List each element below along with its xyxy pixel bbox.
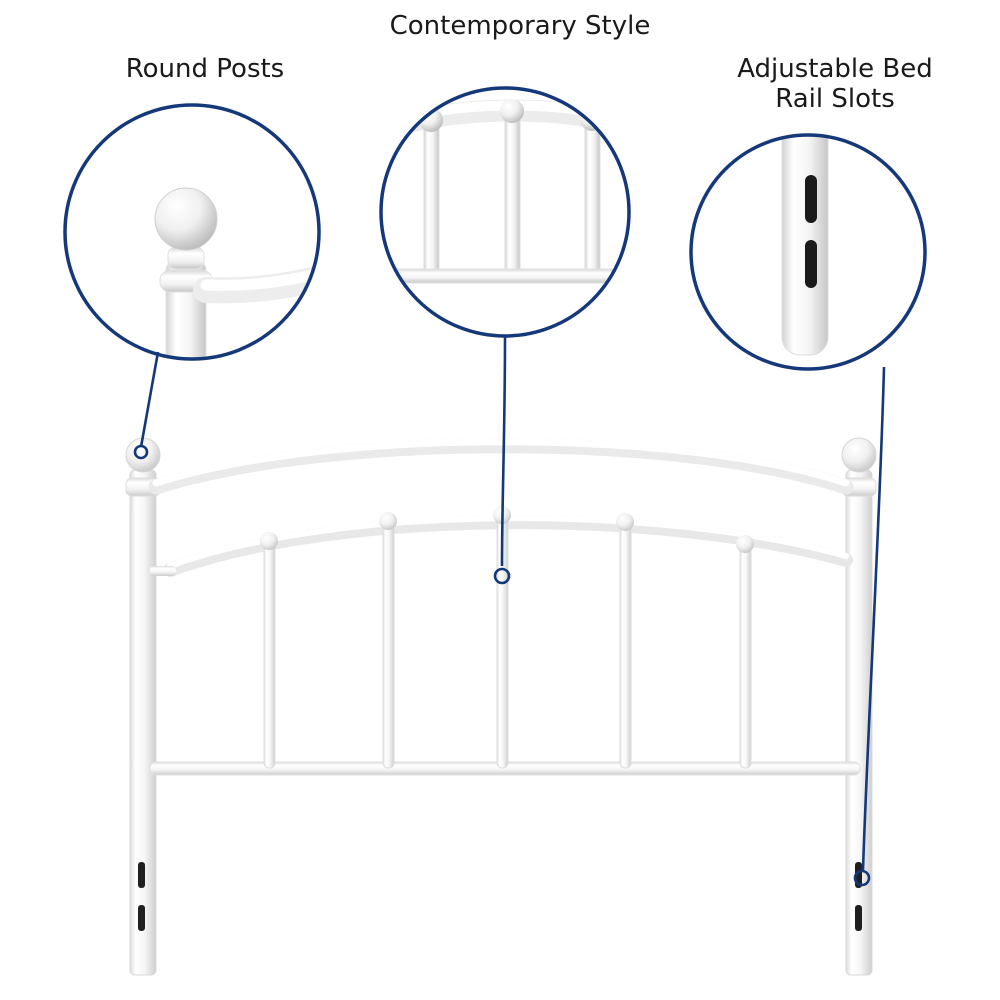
round-posts-detail bbox=[65, 105, 319, 359]
leader-line-round-posts bbox=[139, 351, 160, 448]
callout-label-rail-slots: Adjustable Bed Rail Slots bbox=[737, 54, 933, 114]
leader-endpoint-contemporary-style bbox=[493, 567, 511, 585]
rail-slots-detail bbox=[691, 135, 925, 369]
left-post-slot-lower bbox=[138, 905, 145, 931]
leader-line-contemporary-style bbox=[500, 335, 507, 567]
contemporary-style-detail bbox=[381, 88, 629, 336]
callout-label-round-posts: Round Posts bbox=[125, 54, 285, 84]
callout-label-contemporary-style: Contemporary Style bbox=[389, 11, 651, 41]
headboard-spindles bbox=[260, 506, 754, 769]
callout-circle-rail-slots bbox=[689, 133, 927, 371]
leader-endpoint-rail-slots bbox=[853, 869, 871, 887]
callout-circle-round-posts bbox=[63, 103, 321, 361]
leader-line-rail-slots bbox=[861, 366, 886, 871]
slot-lower bbox=[805, 240, 817, 288]
leader-endpoint-round-posts bbox=[133, 444, 149, 460]
left-post-slot-upper bbox=[138, 862, 145, 888]
right-post-slot-lower bbox=[855, 905, 862, 931]
slot-upper bbox=[805, 175, 817, 223]
